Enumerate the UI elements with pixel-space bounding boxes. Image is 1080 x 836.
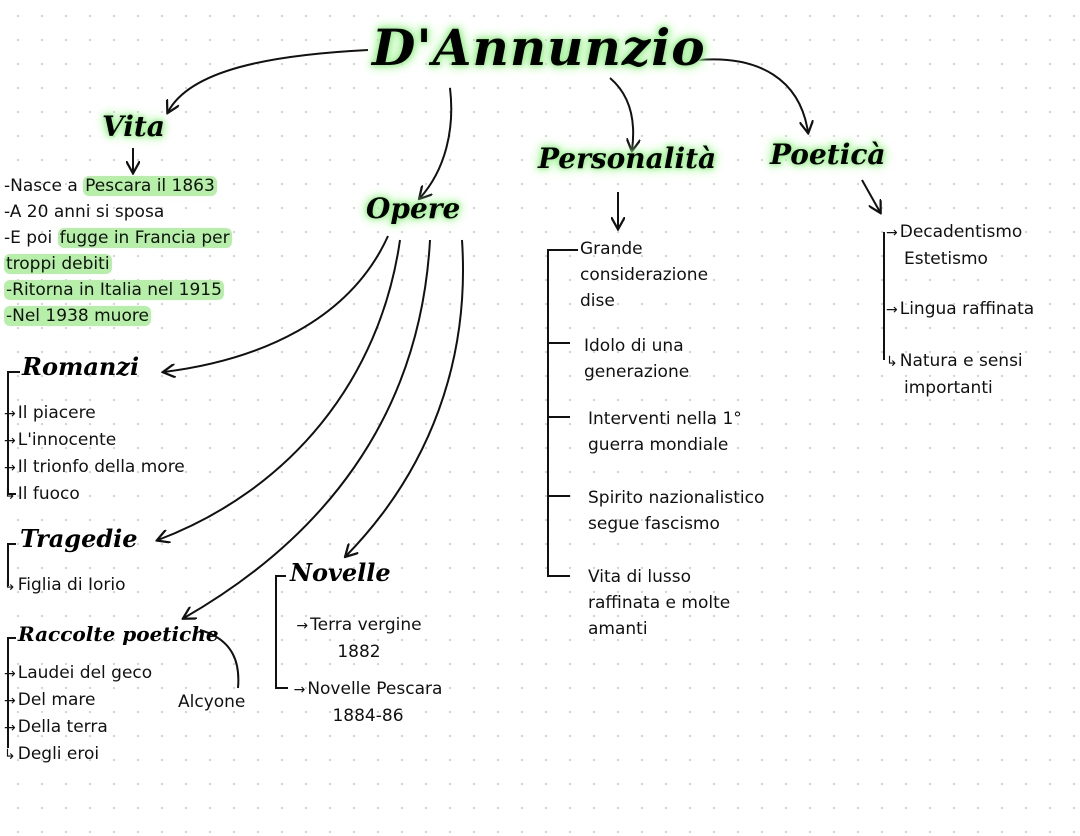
poetica-heading: Poeticà (770, 138, 886, 171)
tragedie-list: ↳Figlia di Iorio (4, 572, 126, 599)
vita-heading: Vita (102, 110, 165, 143)
raccolte-bracket (7, 637, 16, 748)
vita-line-5: -Ritorna in Italia nel 1915 (4, 280, 224, 300)
vita-line-6: -Nel 1938 muore (4, 306, 151, 326)
poetica-item-1: →Decadentismo Estetismo (886, 222, 1023, 269)
arrow-title-opere (420, 87, 453, 198)
romanzi-heading: Romanzi (22, 352, 140, 381)
alcyone-note: Alcyone (178, 692, 246, 712)
vita-list: -Nasce a Pescara il 1863 -A 20 anni si s… (4, 173, 232, 329)
vita-line-2: -A 20 anni si sposa (4, 202, 165, 222)
tragedie-heading: Tragedie (20, 524, 138, 553)
novelle-item-2: →Novelle Pescara 1884-86 (293, 679, 443, 726)
arrow-opere-romanzi (164, 235, 389, 372)
romanzi-item: →L'innocente (4, 430, 117, 450)
arrow-title-poetica (697, 58, 808, 132)
main-title: D'Annunzio (372, 18, 706, 77)
raccolte-item: ↳Degli eroi (4, 744, 100, 764)
arrow-opere-tragedie (158, 239, 401, 540)
novelle-item-1: →Terra vergine 1882 (296, 615, 422, 662)
arrow-opere-raccolte (184, 239, 431, 618)
poetica-item-3: ↳Natura e sensi importanti (886, 351, 1023, 398)
romanzi-list: →Il piacere →L'innocente →Il trionfo del… (4, 400, 185, 508)
vita-line-4: troppi debiti (4, 254, 112, 274)
romanzi-item: →Il trionfo della more (4, 457, 185, 477)
poetica-item-2: →Lingua raffinata (886, 299, 1035, 319)
raccolte-item: →Della terra (4, 717, 108, 737)
personalita-bracket (547, 249, 578, 577)
raccolte-item: →Laudei del geco (4, 663, 153, 683)
arrow-title-vita (168, 49, 369, 112)
novelle-bracket (275, 575, 288, 689)
romanzi-item: ↳Il fuoco (4, 484, 80, 504)
tragedie-bracket (7, 543, 16, 586)
vita-line-3: -E poi fugge in Francia per (4, 228, 232, 248)
tragedie-item: ↳Figlia di Iorio (4, 575, 126, 595)
personalita-heading: Personalità (538, 142, 717, 175)
raccolte-list: →Laudei del geco →Del mare →Della terra … (4, 660, 152, 768)
arrow-opere-novelle (346, 239, 464, 556)
novelle-heading: Novelle (290, 558, 391, 587)
vita-line-1: -Nasce a Pescara il 1863 (4, 176, 217, 196)
arrow-poetica-down (861, 179, 880, 212)
alcyone-bracket (199, 629, 240, 689)
opere-heading: Opere (366, 192, 461, 225)
romanzi-bracket (7, 371, 20, 495)
arrow-title-personalita (609, 77, 633, 150)
raccolte-item: →Del mare (4, 690, 96, 710)
raccolte-heading: Raccolte poetiche (18, 622, 219, 646)
romanzi-item: →Il piacere (4, 403, 96, 423)
personalita-item-3: Interventi nella 1°guerra mondiale (588, 409, 742, 455)
